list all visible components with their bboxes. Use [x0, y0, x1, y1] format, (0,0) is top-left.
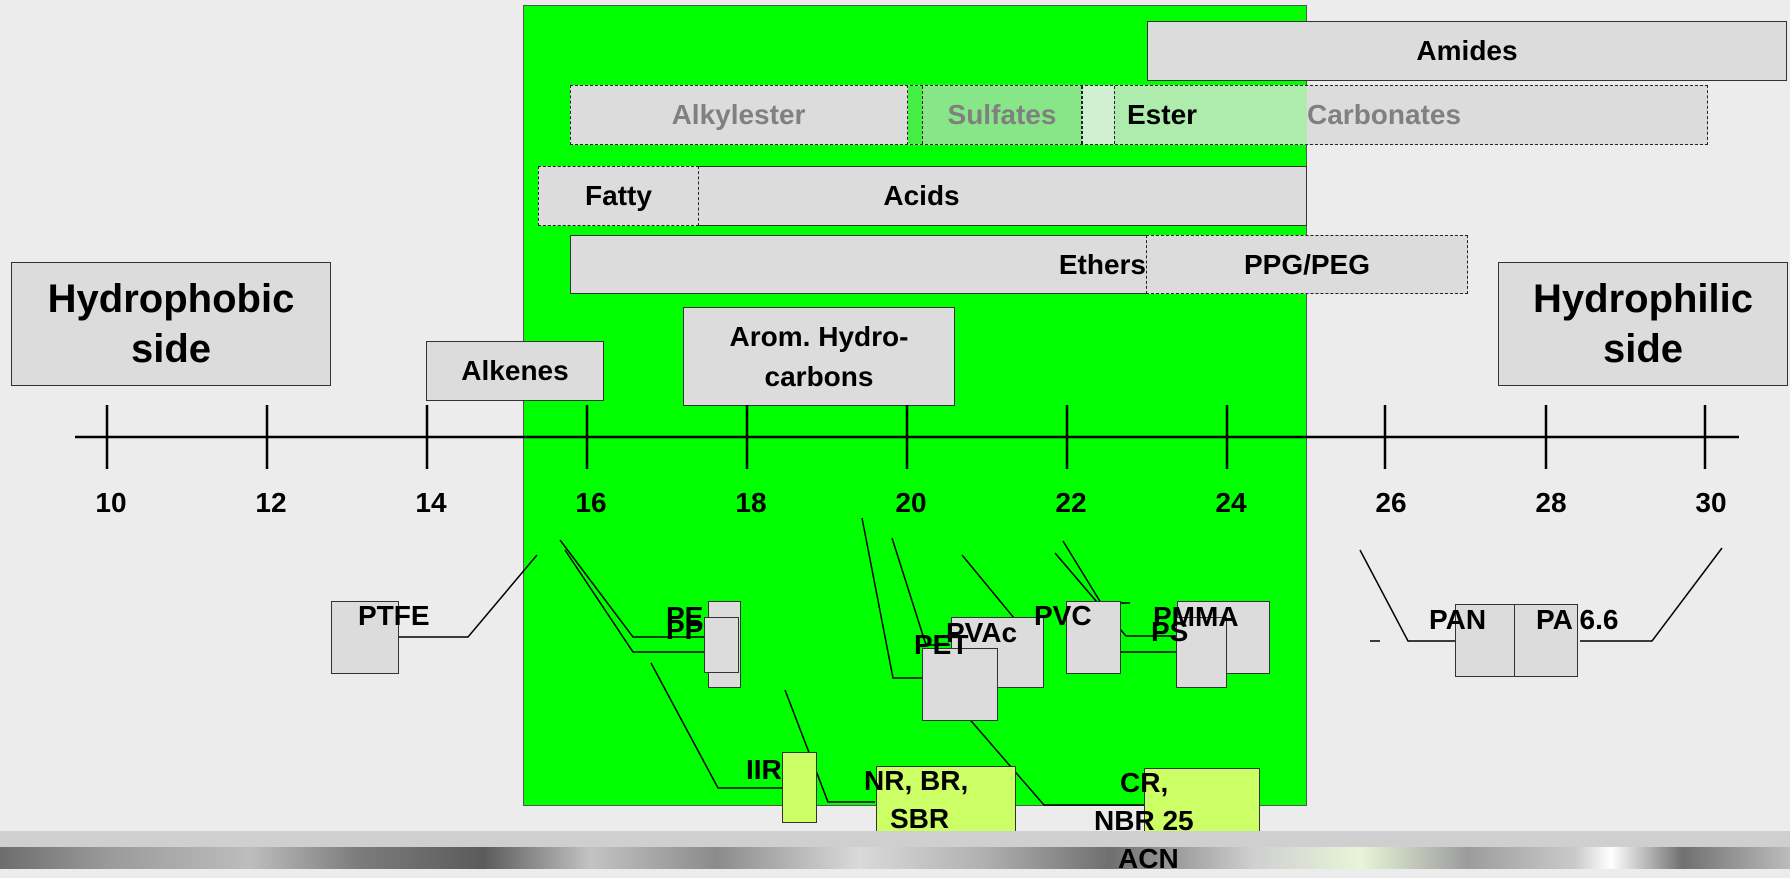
- nr-br-sbr-line1: NR, BR,: [864, 765, 969, 796]
- alkylester-label: Alkylester: [671, 99, 806, 130]
- hydrophilic-side-label: Hydrophilic side: [1533, 277, 1754, 371]
- pp-label: PP: [666, 614, 704, 645]
- cr-line2: NBR 25: [1094, 805, 1194, 836]
- hydrophobic-side-box: Hydrophobic side: [11, 262, 331, 386]
- tick-label-18: 18: [735, 487, 767, 518]
- tick-label-22: 22: [1055, 487, 1087, 518]
- hydrophobic-side-label: Hydrophobic side: [47, 277, 295, 371]
- tick-label-12: 12: [255, 487, 287, 518]
- iir-box: [782, 752, 817, 823]
- tick-label-20: 20: [895, 487, 927, 518]
- acids-label-wrap: Acids: [699, 166, 1144, 226]
- acids-label: Acids: [883, 180, 960, 211]
- photo-strip: [0, 831, 1790, 869]
- ethers-label: Ethers: [1058, 248, 1146, 280]
- pvac-label: PVAc: [946, 617, 1018, 648]
- pet-box: [922, 648, 998, 721]
- pe-label: PE: [666, 601, 704, 632]
- nr-br-sbr-box: [876, 766, 1016, 839]
- sulfates-overlay: Sulfates: [922, 86, 1082, 144]
- pa66-box: [1514, 604, 1578, 677]
- pp-box: [704, 617, 739, 673]
- alkylester-segment: Alkylester: [570, 85, 908, 145]
- carbonates-label: Carbonates: [1307, 99, 1462, 130]
- tick-label-28: 28: [1535, 487, 1567, 518]
- fatty-segment: Fatty: [538, 166, 699, 226]
- pvc-box: [1066, 601, 1121, 674]
- nr-br-sbr-text: NR, BR, SBR: [864, 762, 968, 838]
- aromatic-label-line2: carbons: [764, 360, 874, 392]
- ps-box: [1176, 617, 1227, 688]
- amides-label: Amides: [1416, 35, 1518, 66]
- nr-br-sbr-line2: SBR: [890, 803, 950, 834]
- sulfates-segment: [908, 86, 1082, 144]
- cr-line3: ACN: [1118, 843, 1179, 874]
- ps-label: PS: [1151, 616, 1189, 647]
- ester-label: Ester: [1127, 99, 1198, 130]
- cr-nbr-box: [1144, 768, 1260, 841]
- alkenes-box: Alkenes: [426, 341, 604, 401]
- aromatic-label-line1: Arom. Hydro-: [729, 320, 909, 352]
- cr-nbr-acn-text: CR, NBR 25 ACN: [1094, 764, 1194, 878]
- pan-label: PAN: [1429, 604, 1487, 635]
- cr-line1: CR,: [1120, 767, 1169, 798]
- pa66-label: PA 6.6: [1536, 604, 1619, 635]
- tick-label-30: 30: [1695, 487, 1727, 518]
- amides-band: Amides: [1147, 21, 1787, 81]
- iir-label: IIR: [746, 754, 782, 785]
- sulfates-label: Sulfates: [947, 99, 1057, 130]
- pvc-label: PVC: [1034, 600, 1092, 631]
- ester-segment-inner: Ester: [1114, 86, 1307, 144]
- ppg-peg-label: PPG/PEG: [1243, 248, 1371, 280]
- tick-label-10: 10: [95, 487, 127, 518]
- tick-label-14: 14: [415, 487, 447, 518]
- pmma-label: PMMA: [1153, 601, 1239, 632]
- carbonates-segment: Carbonates: [1307, 86, 1507, 144]
- fatty-label: Fatty: [585, 180, 652, 211]
- ptfe-label: PTFE: [358, 600, 430, 631]
- hydrophilic-side-box: Hydrophilic side: [1498, 262, 1788, 386]
- tick-label-26: 26: [1375, 487, 1407, 518]
- pet-label: PET: [914, 629, 969, 660]
- tick-label-16: 16: [575, 487, 607, 518]
- aromatic-hydrocarbons-box: Arom. Hydro- carbons: [683, 307, 955, 406]
- tick-label-24: 24: [1215, 487, 1247, 518]
- alkenes-label: Alkenes: [461, 355, 569, 386]
- axis-ticks: [105, 405, 1707, 469]
- ppg-peg-segment: PPG/PEG: [1146, 235, 1468, 294]
- ptfe-box: [331, 601, 399, 674]
